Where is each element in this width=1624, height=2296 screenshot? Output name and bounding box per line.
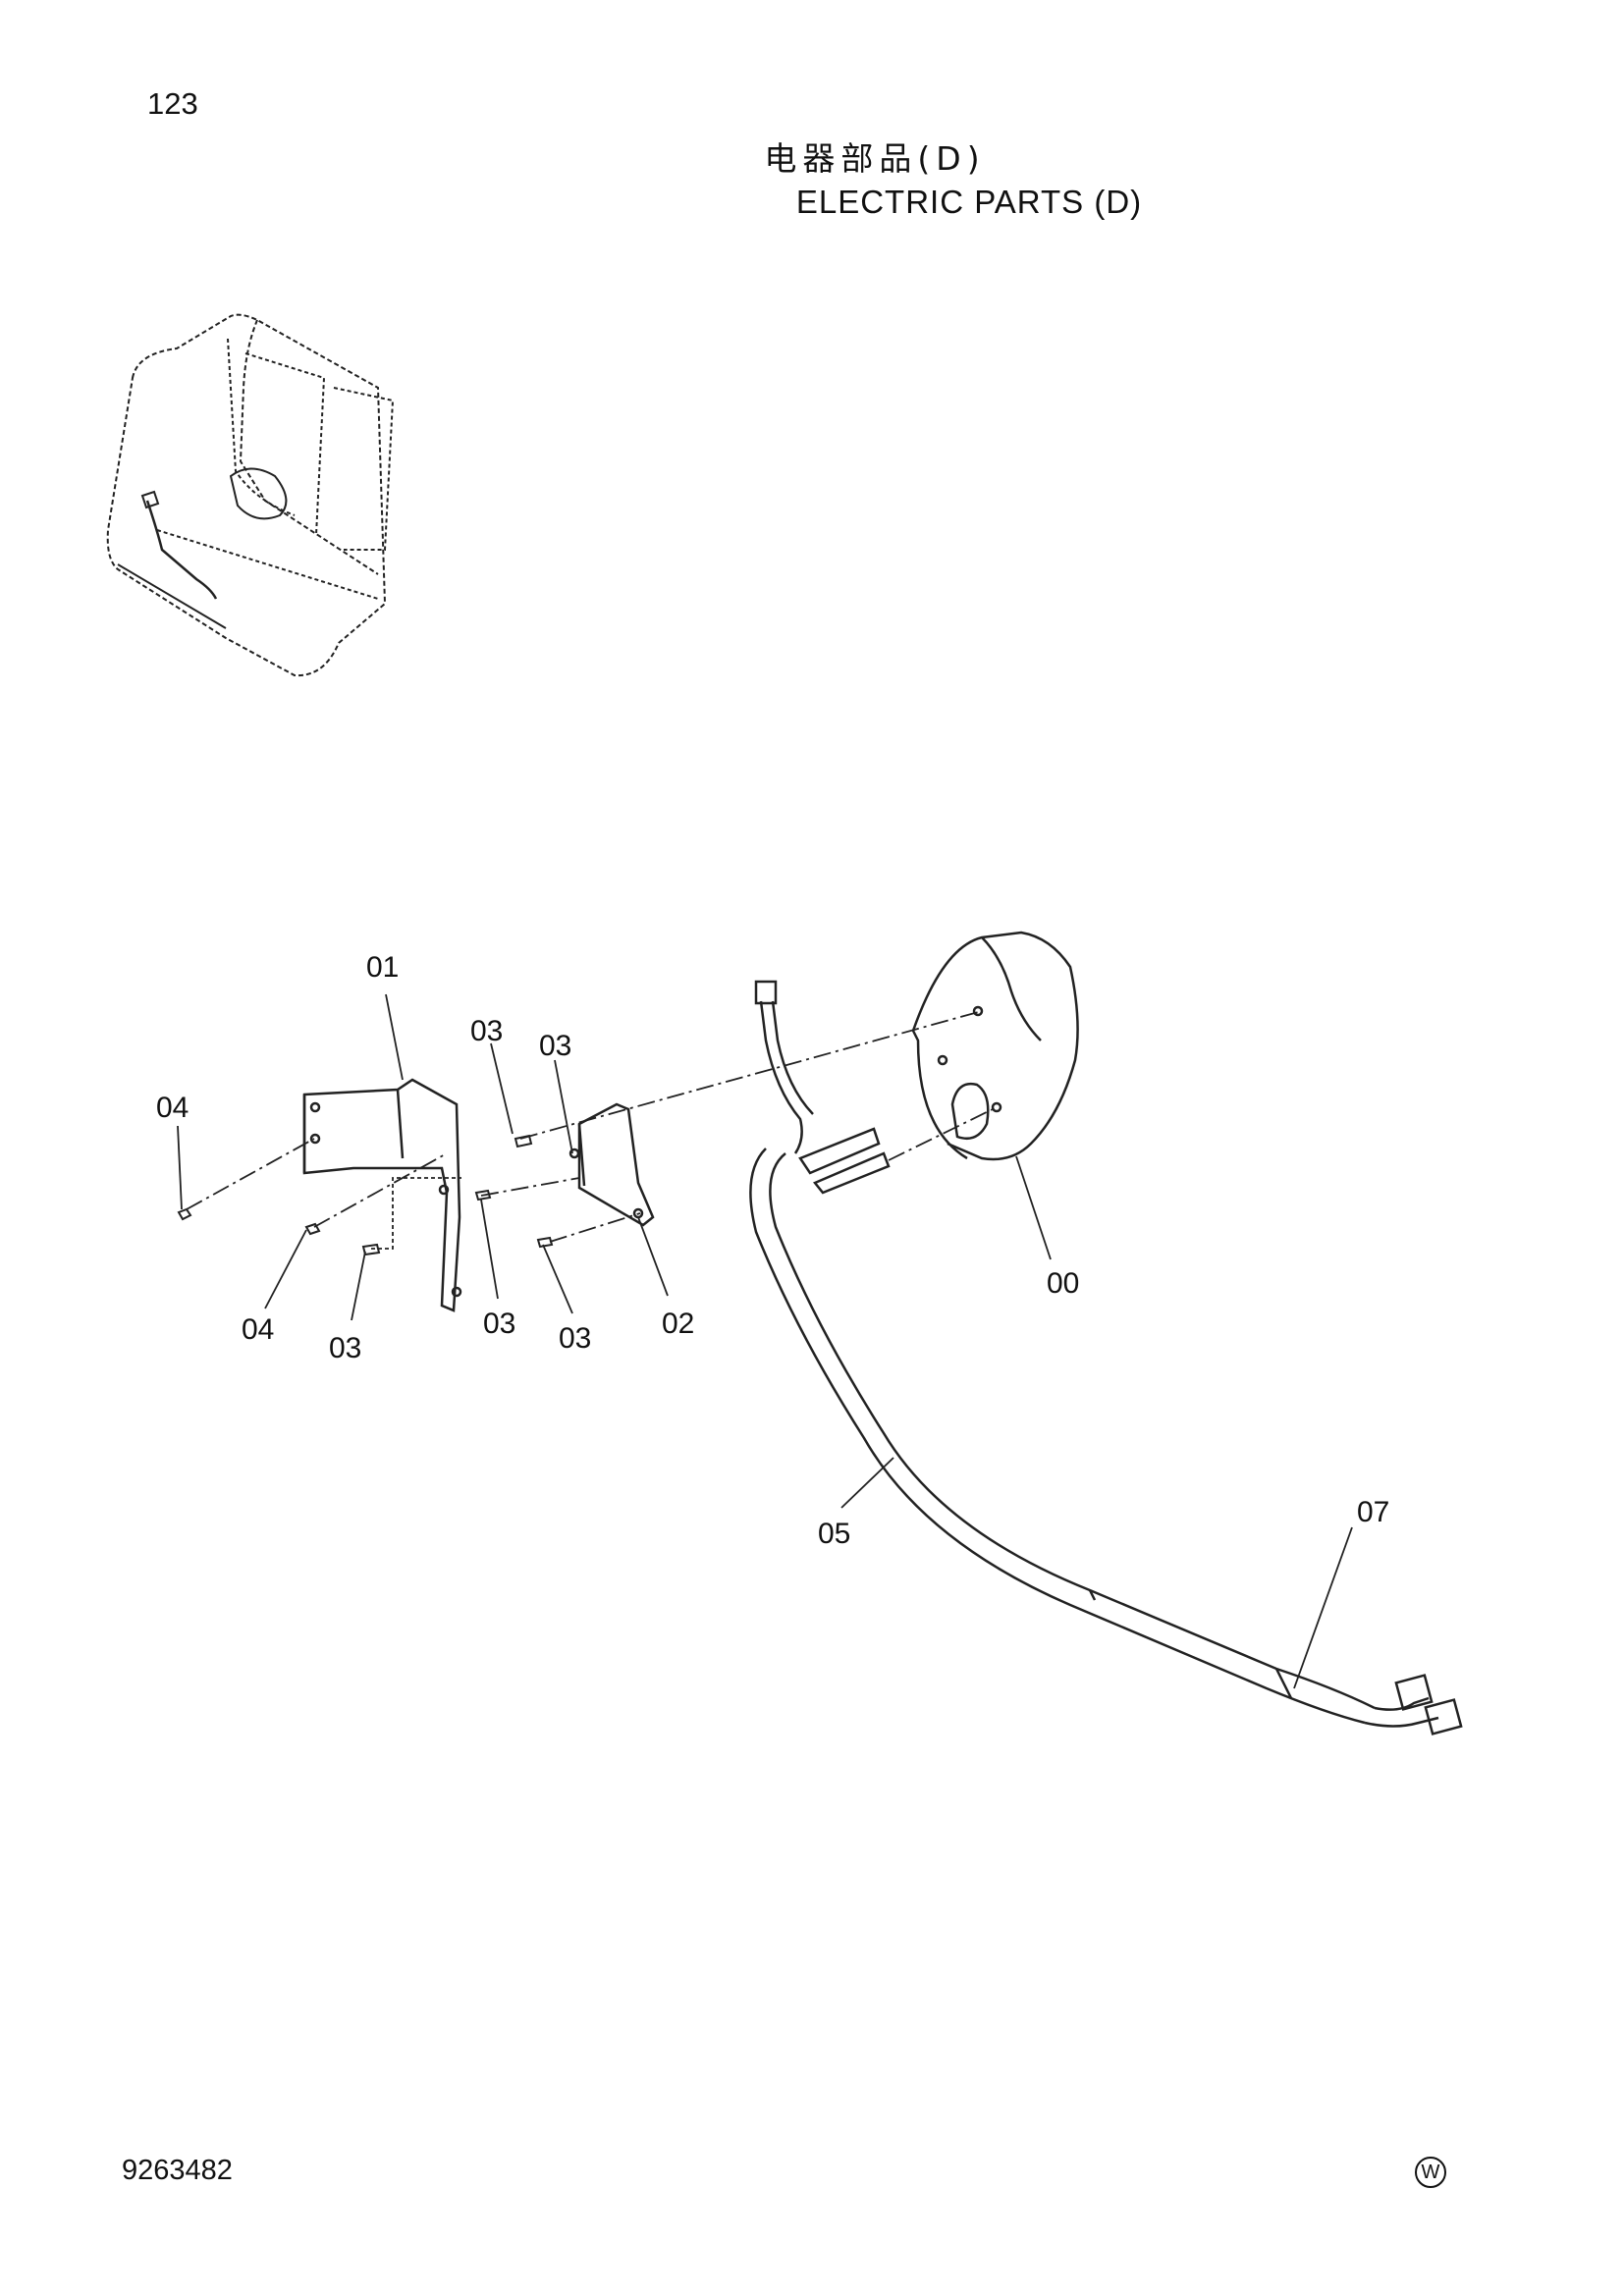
cab-overview-drawing — [106, 313, 395, 677]
callout-03-d: 03 — [483, 1308, 515, 1340]
monitor-unit-00 — [911, 931, 1079, 1161]
page-number: 123 — [147, 86, 198, 121]
callout-04-a: 04 — [156, 1092, 189, 1124]
circled-w-mark: W — [1415, 2157, 1446, 2188]
title-english: ELECTRIC PARTS (D) — [795, 184, 1143, 220]
callout-07: 07 — [1357, 1496, 1389, 1528]
document-code: 9263482 — [122, 2155, 233, 2186]
bracket-01 — [302, 1078, 462, 1312]
title-chinese: 电器部品(D) — [764, 139, 986, 178]
callout-03-c: 03 — [329, 1332, 361, 1364]
leader-lines — [177, 993, 1353, 1689]
callout-00: 00 — [1047, 1267, 1079, 1300]
callout-01: 01 — [366, 951, 399, 984]
callout-05: 05 — [818, 1518, 850, 1550]
callout-02: 02 — [662, 1308, 694, 1340]
bracket-02 — [568, 1102, 655, 1227]
callout-03-a: 03 — [470, 1015, 503, 1047]
fasteners — [177, 1134, 554, 1256]
callout-03-b: 03 — [539, 1030, 571, 1062]
callout-03-e: 03 — [559, 1322, 591, 1355]
callout-04-b: 04 — [242, 1313, 274, 1346]
harness-05 — [749, 980, 1463, 1735]
callout-labels: 01 03 03 04 04 03 03 03 02 00 05 07 — [156, 951, 1389, 1550]
